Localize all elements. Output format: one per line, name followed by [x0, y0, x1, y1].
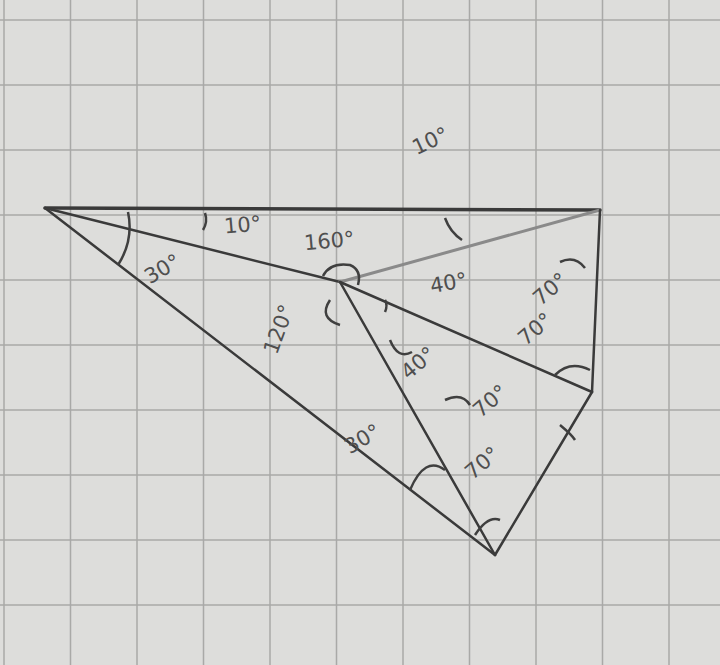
grid-line — [0, 214, 720, 216]
grid-line — [0, 474, 720, 476]
angle-label: 30° — [139, 249, 186, 290]
grid-line — [0, 604, 720, 606]
grid-line — [70, 0, 72, 665]
grid-line — [402, 0, 404, 665]
angle-label: 70° — [459, 441, 505, 485]
grid-line — [0, 409, 720, 411]
angle-label: 70° — [467, 379, 513, 423]
grid-line — [0, 84, 720, 86]
grid-line — [0, 149, 720, 151]
angle-label: 120° — [259, 300, 299, 359]
grid-line — [336, 0, 338, 665]
grid-line — [469, 0, 471, 665]
grid-line — [136, 0, 138, 665]
angle-label: 70° — [527, 267, 573, 311]
grid-line — [0, 539, 720, 541]
grid-line — [203, 0, 205, 665]
grid-line — [668, 0, 670, 665]
triangle-figure — [45, 208, 600, 555]
grid-line — [3, 0, 5, 665]
grid-line — [602, 0, 604, 665]
angle-arcs — [118, 212, 590, 535]
angle-label: 10° — [407, 122, 454, 160]
grid-line — [0, 19, 720, 21]
angle-label: 10° — [221, 212, 264, 239]
angle-label: 160° — [301, 228, 357, 256]
grid-line — [0, 344, 720, 346]
angle-label: 40° — [426, 269, 471, 299]
